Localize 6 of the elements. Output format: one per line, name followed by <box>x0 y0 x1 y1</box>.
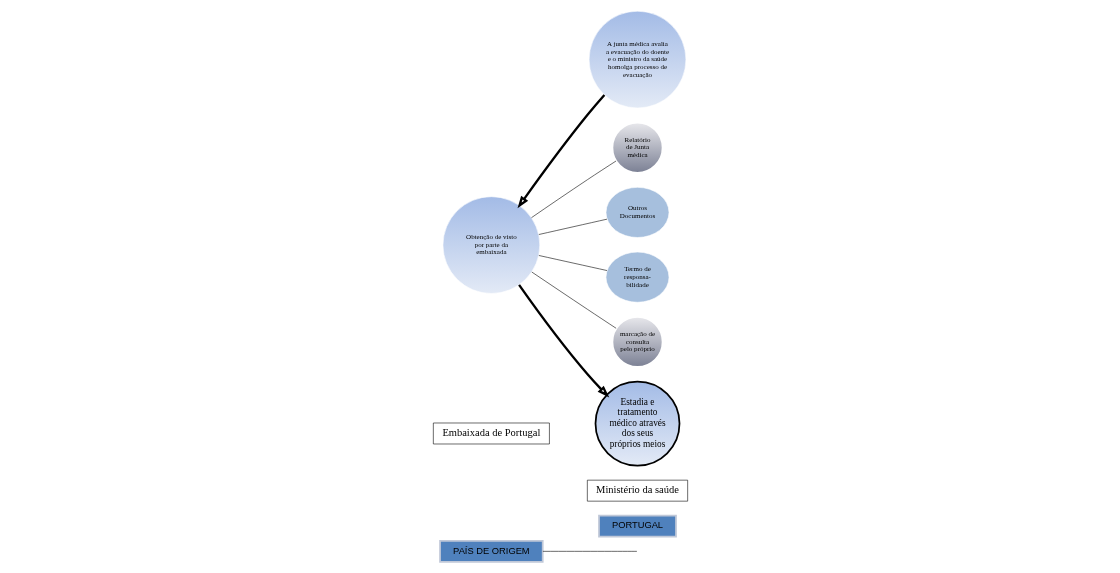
node-box: PORTUGAL <box>597 514 677 538</box>
node-box: Embaixada de Portugal <box>432 422 550 445</box>
arrow <box>517 94 605 209</box>
node-box: PAÍS DE ORIGEM <box>438 539 544 563</box>
arrow <box>517 284 609 398</box>
node-box: Ministério da saúde <box>586 479 688 502</box>
